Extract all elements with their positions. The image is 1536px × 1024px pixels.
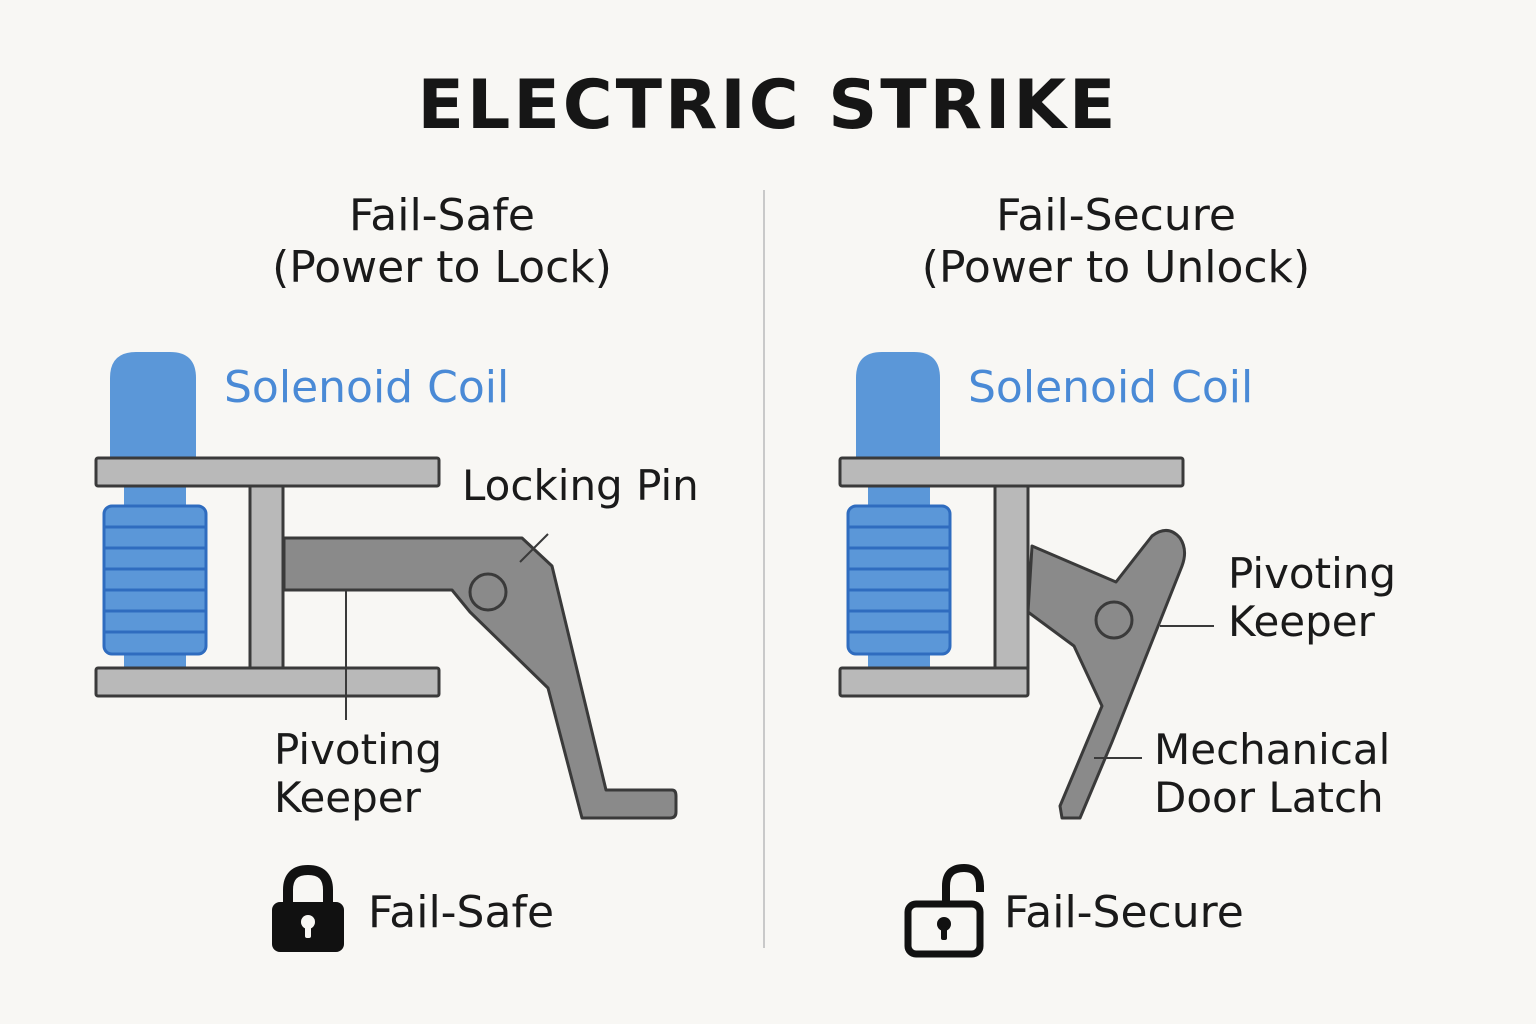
right-heading-line1: Fail-Secure: [996, 190, 1236, 241]
right-frame-top: [838, 456, 1185, 488]
left-heading-line2: (Power to Lock): [272, 242, 612, 293]
left-locking-pin-label: Locking Pin: [462, 461, 699, 510]
left-keeper-line2: Keeper: [274, 773, 421, 822]
left-frame-top: [94, 456, 441, 488]
left-legend: Fail-Safe: [268, 862, 554, 962]
left-heading-line1: Fail-Safe: [348, 190, 535, 241]
left-pivot: [468, 572, 508, 612]
right-keeper-line1: Pivoting: [1228, 549, 1397, 598]
right-latch-line1: Mechanical: [1154, 725, 1391, 774]
open-padlock-icon: [904, 863, 984, 958]
right-heading-line2: (Power to Unlock): [921, 242, 1311, 293]
right-door-latch-label: Mechanical Door Latch: [1154, 726, 1390, 822]
right-pivot: [1094, 600, 1134, 640]
right-solenoid-coil-label: Solenoid Coil: [968, 362, 1254, 413]
left-frame-vertical: [248, 484, 285, 670]
right-frame-vertical: [993, 484, 1030, 670]
right-keeper-line2: Keeper: [1228, 597, 1375, 646]
center-divider: [763, 190, 765, 948]
left-legend-text: Fail-Safe: [368, 886, 555, 938]
right-frame-bottom: [838, 666, 1030, 698]
right-legend-text: Fail-Secure: [1004, 886, 1244, 938]
closed-padlock-icon: [272, 864, 344, 952]
left-mechanism: [94, 352, 678, 820]
right-pivoting-keeper-label: Pivoting Keeper: [1228, 550, 1396, 646]
right-legend: Fail-Secure: [904, 862, 1244, 962]
right-panel-heading: Fail-Secure (Power to Unlock): [836, 190, 1396, 294]
right-latch-line2: Door Latch: [1154, 773, 1384, 822]
left-coil-winding: [102, 504, 208, 656]
page-title: ELECTRIC STRIKE: [417, 66, 1119, 145]
left-panel-heading: Fail-Safe (Power to Lock): [162, 190, 722, 294]
left-coil-cap: [110, 352, 196, 460]
left-frame-bottom: [94, 666, 441, 698]
right-mechanism: [838, 352, 1214, 820]
right-coil-cap: [856, 352, 940, 460]
left-solenoid-coil-label: Solenoid Coil: [224, 362, 510, 413]
left-pivoting-keeper-label: Pivoting Keeper: [274, 726, 442, 822]
right-keeper-arm: [1026, 529, 1187, 820]
left-keeper-arm: [282, 536, 678, 820]
right-coil-winding: [846, 504, 952, 656]
left-keeper-line1: Pivoting: [274, 725, 443, 774]
